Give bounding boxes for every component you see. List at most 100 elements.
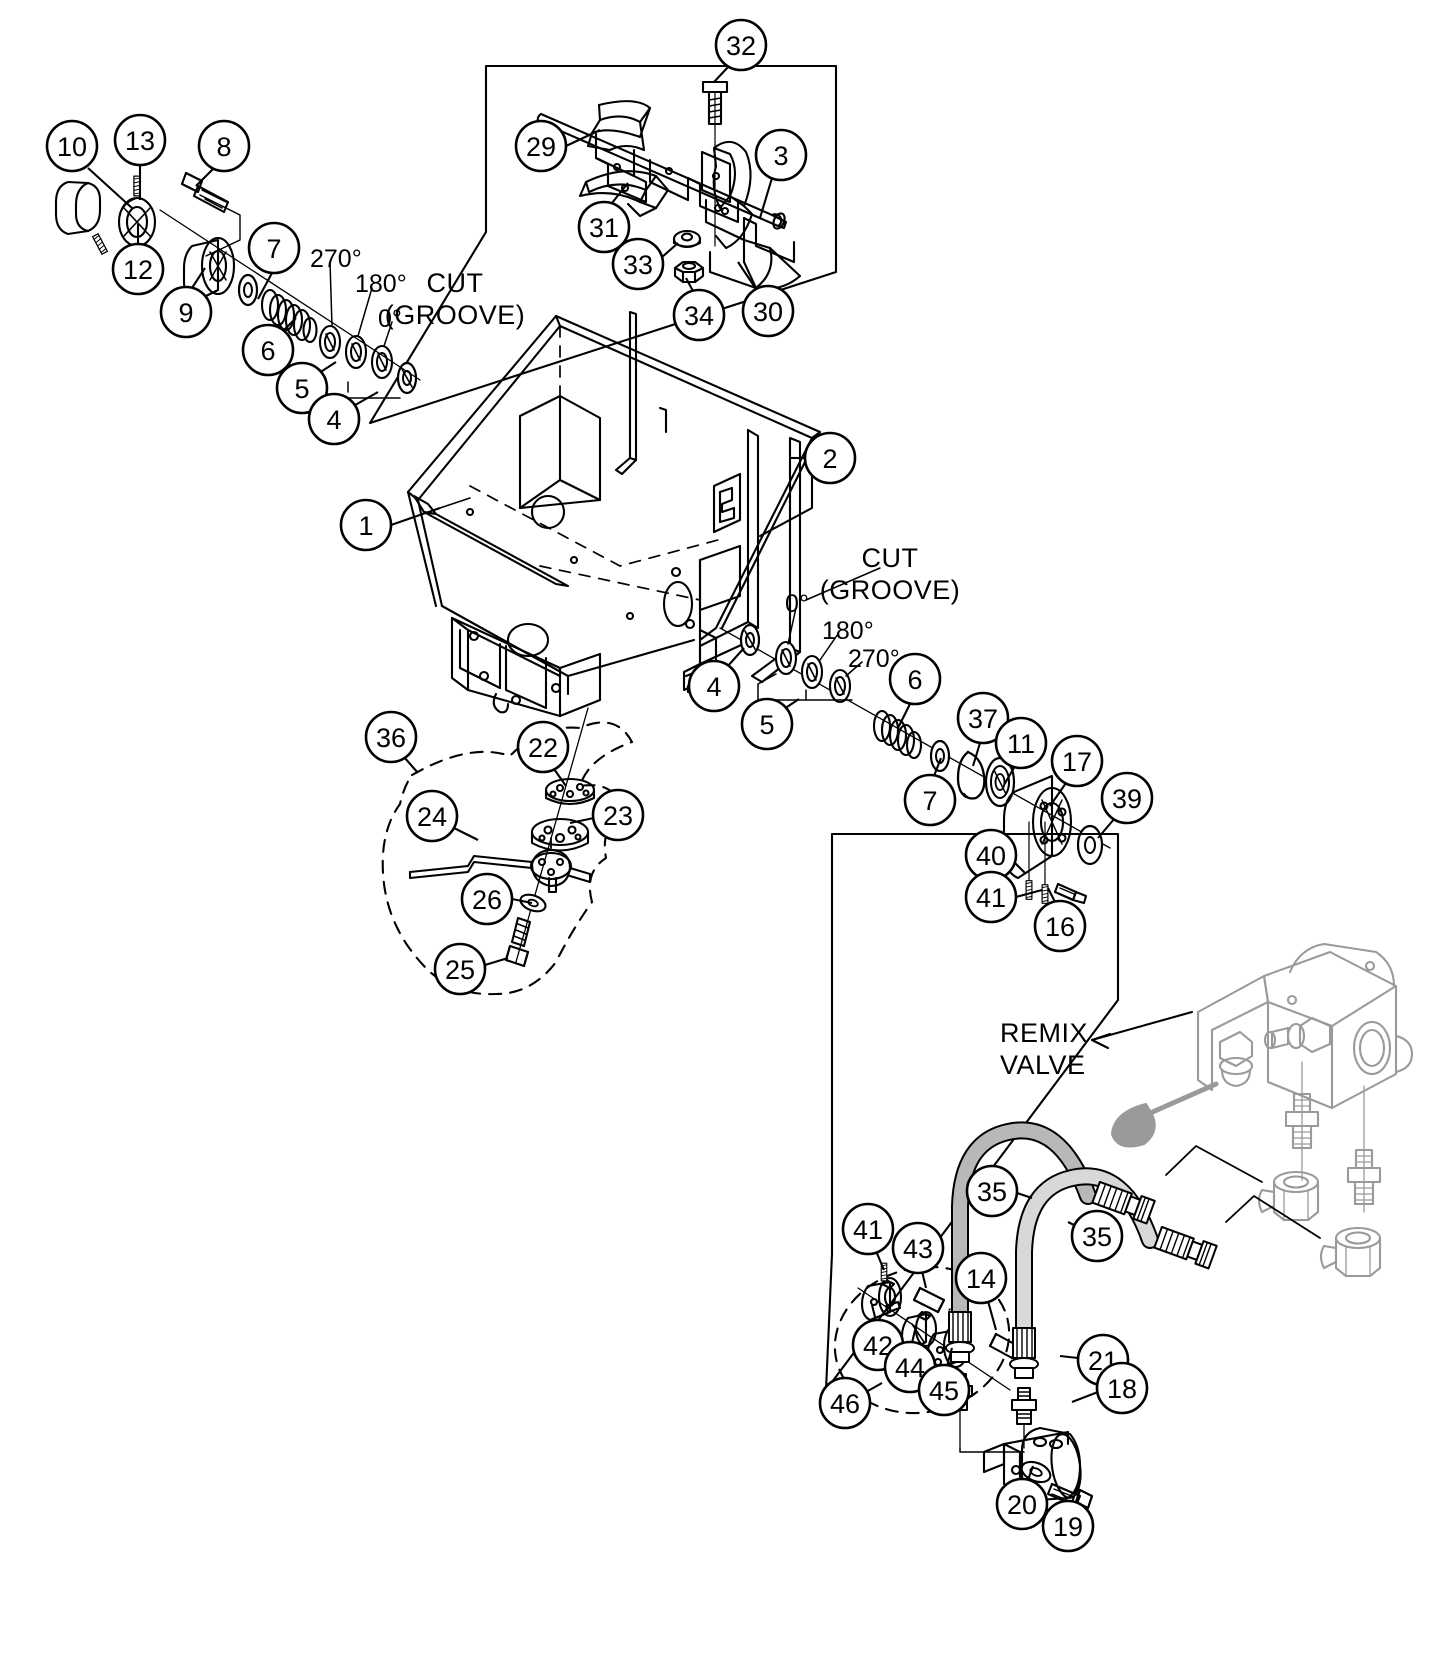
balloon-6[interactable]: 6 [241, 317, 297, 377]
balloon-33[interactable]: 33 [611, 237, 679, 291]
balloon-circle[interactable] [364, 710, 418, 764]
balloon-number: 40 [976, 841, 1006, 871]
balloon-14[interactable]: 14 [954, 1251, 1008, 1331]
balloon-1[interactable]: 1 [339, 498, 441, 552]
balloon-12[interactable]: 12 [111, 224, 165, 296]
balloon-circle[interactable] [888, 652, 942, 706]
balloon-circle[interactable] [965, 1164, 1019, 1218]
balloon-circle[interactable] [741, 284, 795, 338]
balloon-41[interactable]: 41 [964, 870, 1043, 924]
balloon-circle[interactable] [577, 200, 631, 254]
balloon-35[interactable]: 35 [965, 1164, 1033, 1218]
balloon-9[interactable]: 9 [159, 267, 213, 339]
balloon-4[interactable]: 4 [307, 391, 379, 446]
balloon-circle[interactable] [159, 285, 213, 339]
balloon-circle[interactable] [956, 691, 1010, 745]
balloon-circle[interactable] [964, 870, 1018, 924]
balloon-circle[interactable] [803, 431, 857, 485]
balloon-number: 44 [895, 1353, 925, 1383]
balloon-18[interactable]: 18 [1071, 1361, 1149, 1415]
balloon-31[interactable]: 31 [577, 182, 631, 254]
balloon-circle[interactable] [405, 789, 459, 843]
balloon-35[interactable]: 35 [1067, 1209, 1124, 1263]
balloon-13[interactable]: 13 [113, 113, 167, 200]
balloon-circle[interactable] [714, 18, 768, 72]
balloon-leader [451, 826, 479, 841]
balloon-39[interactable]: 39 [1097, 771, 1154, 839]
balloon-circle[interactable] [241, 323, 295, 377]
balloon-circle[interactable] [113, 113, 167, 167]
balloon-circle[interactable] [591, 788, 645, 842]
balloon-circle[interactable] [687, 659, 741, 713]
balloon-number: 32 [726, 31, 756, 61]
balloon-circle[interactable] [1095, 1361, 1149, 1415]
balloon-7[interactable]: 7 [247, 221, 301, 300]
balloon-23[interactable]: 23 [569, 788, 645, 842]
balloon-36[interactable]: 36 [364, 710, 419, 774]
balloon-leader [986, 1300, 998, 1331]
balloon-circle[interactable] [307, 392, 361, 446]
balloon-circle[interactable] [247, 221, 301, 275]
balloon-29[interactable]: 29 [514, 119, 601, 173]
balloon-circle[interactable] [740, 697, 794, 751]
balloon-4[interactable]: 4 [687, 647, 745, 713]
balloon-43[interactable]: 43 [891, 1221, 945, 1289]
balloon-circle[interactable] [514, 119, 568, 173]
balloon-circle[interactable] [754, 128, 808, 182]
balloon-11[interactable]: 11 [994, 716, 1048, 786]
balloon-5[interactable]: 5 [740, 697, 800, 751]
hopper-body [406, 310, 822, 718]
balloon-circle[interactable] [818, 1376, 872, 1430]
balloon-circle[interactable] [1033, 899, 1087, 953]
balloon-40[interactable]: 40 [964, 828, 1026, 882]
balloon-circle[interactable] [917, 1363, 971, 1417]
balloon-circle[interactable] [1050, 734, 1104, 788]
balloon-46[interactable]: 46 [818, 1376, 883, 1430]
balloon-41[interactable]: 41 [841, 1202, 895, 1271]
right-180: 180° [822, 617, 874, 645]
balloon-circle[interactable] [891, 1221, 945, 1275]
balloon-circle[interactable] [1041, 1499, 1095, 1553]
balloon-circle[interactable] [954, 1251, 1008, 1305]
balloon-7[interactable]: 7 [903, 757, 957, 827]
balloon-21[interactable]: 21 [1059, 1333, 1130, 1387]
balloon-circle[interactable] [1100, 771, 1154, 825]
balloon-2[interactable]: 2 [790, 431, 857, 485]
balloon-24[interactable]: 24 [405, 789, 479, 843]
balloon-34[interactable]: 34 [672, 277, 726, 342]
balloon-circle[interactable] [275, 361, 329, 415]
balloon-6[interactable]: 6 [888, 652, 942, 729]
balloon-number: 45 [929, 1376, 959, 1406]
balloon-19[interactable]: 19 [1041, 1485, 1095, 1553]
balloon-circle[interactable] [1070, 1209, 1124, 1263]
balloon-32[interactable]: 32 [713, 18, 768, 83]
balloon-circle[interactable] [611, 237, 665, 291]
balloon-circle[interactable] [45, 119, 99, 173]
balloon-37[interactable]: 37 [956, 691, 1010, 767]
balloon-26[interactable]: 26 [460, 872, 533, 926]
balloon-circle[interactable] [339, 498, 393, 552]
balloon-circle[interactable] [197, 119, 251, 173]
balloon-circle[interactable] [903, 773, 957, 827]
balloon-circle[interactable] [994, 716, 1048, 770]
balloon-circle[interactable] [460, 872, 514, 926]
balloon-10[interactable]: 10 [45, 119, 133, 209]
balloon-circle[interactable] [841, 1202, 895, 1256]
balloon-3[interactable]: 3 [754, 128, 808, 219]
balloon-circle[interactable] [672, 288, 726, 342]
balloon-circle[interactable] [111, 242, 165, 296]
balloon-17[interactable]: 17 [1049, 734, 1104, 807]
balloon-30[interactable]: 30 [737, 261, 795, 338]
balloon-circle[interactable] [516, 720, 570, 774]
balloon-5[interactable]: 5 [275, 361, 337, 415]
balloon-45[interactable]: 45 [917, 1347, 971, 1417]
balloon-22[interactable]: 22 [516, 720, 570, 787]
balloon-16[interactable]: 16 [1033, 887, 1087, 953]
balloon-circle[interactable] [433, 942, 487, 996]
balloon-25[interactable]: 25 [433, 942, 509, 996]
balloon-20[interactable]: 20 [995, 1465, 1049, 1531]
balloon-circle[interactable] [995, 1477, 1049, 1531]
top-0: 0° [378, 305, 402, 333]
balloon-8[interactable]: 8 [195, 119, 251, 187]
